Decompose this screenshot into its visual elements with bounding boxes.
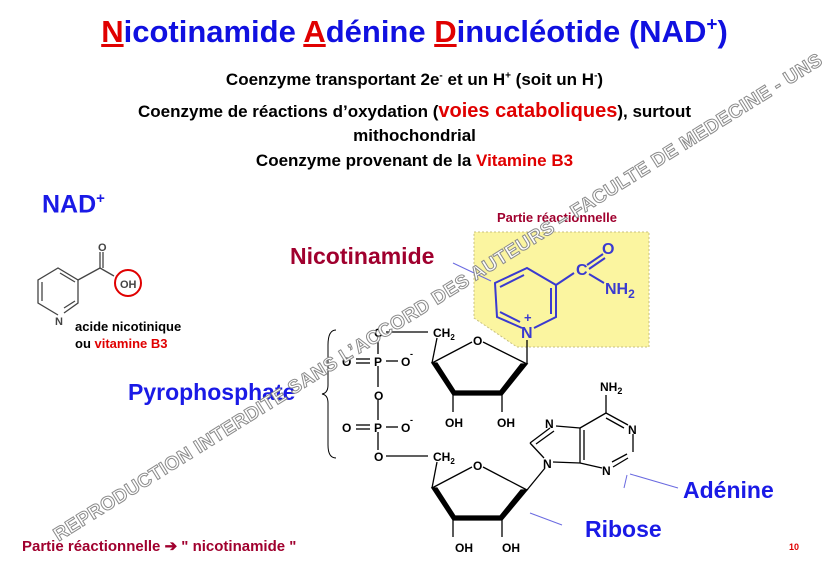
nicotinamide-ring [493,253,606,364]
subtitle-line-1: Coenzyme transportant 2e- et un H+ (soit… [0,70,829,90]
adenine-label: Adénine [683,477,774,503]
title-part: icotinamide [123,14,304,49]
t: 2 [450,457,455,466]
atom: N [543,457,552,471]
pointer-arrows [452,262,679,526]
t: 2 [450,333,455,342]
title-sup: + [706,14,718,36]
t: CH [433,450,450,464]
atom: O [98,242,107,254]
title-part: inucléotide (NAD [456,14,707,49]
t: Coenzyme de réactions d’oxydation ( [137,102,439,121]
title-part: dénine [325,14,435,49]
t: NH [605,281,628,298]
atom: NH2 [605,281,635,301]
page-number: 10 [789,542,800,552]
atom: CH2 [433,450,455,466]
t: vitamine B3 [94,336,168,351]
arrow-icon: ➔ [164,538,178,555]
bottom-note: Partie réactionnelle ➔ " nicotinamide " [22,537,296,555]
ribose-atoms: CH2 O OH OH CH2 O OH OH [433,326,520,555]
partie-reactionnelle-label: Partie réactionnelle [497,210,617,225]
subtitle-line-2: Coenzyme de réactions d’oxydation (voies… [0,100,829,123]
atom: N [521,325,533,342]
t: ou [75,336,95,351]
pyrophosphate-label: Pyrophosphate [128,379,296,405]
slide-title: Nicotinamide Adénine Dinucléotide (NAD+) [0,14,829,50]
atom: N [628,423,637,437]
atom: O [374,389,383,403]
t: Coenzyme provenant de la [255,151,477,170]
t: ) [597,70,604,89]
pyrophosphate-atoms: O O P O - O O P O - O [342,326,413,464]
t: et un H [442,70,506,89]
atom: - [410,415,413,425]
reactive-part-highlight [473,231,650,348]
atom: OH [445,416,463,430]
t: NH [600,380,617,394]
atom: CH2 [433,326,455,342]
t: Coenzyme transportant 2e [225,70,440,89]
atom: NH2 [600,380,622,396]
t: - [594,70,598,82]
title-initial: A [303,14,326,49]
atom: OH [497,416,515,430]
t: ), surtout [617,102,692,121]
atom: P [374,421,382,435]
t: 2 [628,287,635,301]
t: CH [433,326,450,340]
atom: O [401,421,410,435]
title-initial: D [434,14,457,49]
t: " nicotinamide " [177,538,297,555]
atom: O [342,421,351,435]
subtitle-line-3: mithochondrial [353,126,476,145]
t: Partie réactionnelle [22,538,165,555]
atom: O [473,334,482,348]
t: (soit un H [510,70,595,89]
t: NAD [42,190,97,219]
atom: O [602,241,614,258]
atom: N [545,417,554,431]
t: + [505,70,511,82]
atom: N [602,464,611,478]
title-initial: N [101,14,124,49]
t: voies cataboliques [438,100,618,122]
atom: O [401,355,410,369]
ribose-label: Ribose [585,516,662,542]
nad-label: NAD+ [42,190,105,219]
t: Vitamine B3 [476,151,574,170]
nicotinic-acid-caption: acide nicotinique ou vitamine B3 [75,318,181,352]
atom: - [410,349,413,359]
atom: C [576,262,588,279]
adenine-atoms: N N N N NH2 [543,380,637,478]
t: 2 [617,386,622,396]
nicotinic-acid-structure [37,252,142,316]
nicotinamide-label: Nicotinamide [290,243,435,269]
atom: P [374,355,382,369]
atom: OH [502,541,520,555]
atom: O [342,355,351,369]
atom: O [374,450,383,464]
atom: O [473,459,482,473]
atom: OH [120,279,137,291]
atom: O [374,326,383,340]
adenine-rings [529,395,634,469]
title-part: ) [717,14,728,49]
t: - [439,70,443,82]
atom: N [55,316,63,328]
t: acide nicotinique [75,319,182,334]
pyrophosphate-bonds [321,329,428,459]
subtitle-line-4: Coenzyme provenant de la Vitamine B3 [0,151,829,171]
t: + [96,190,105,207]
atom: + [524,310,532,325]
atom: OH [455,541,473,555]
ribose-rings [430,337,546,537]
